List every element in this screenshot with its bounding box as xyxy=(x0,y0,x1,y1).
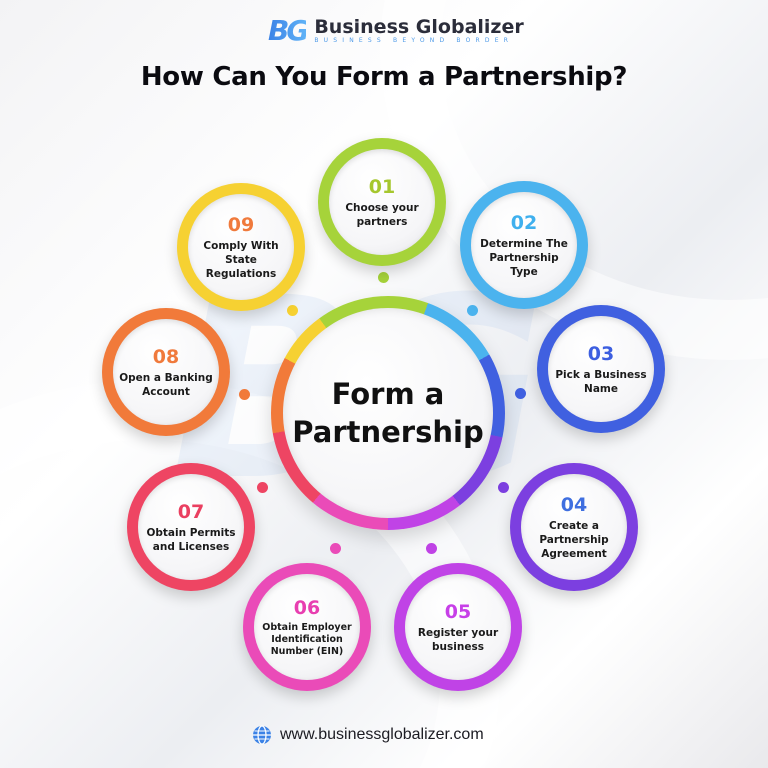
step-number: 08 xyxy=(152,346,180,368)
step-04: 04 Create a Partnership Agreement xyxy=(510,463,638,591)
hub-title-line2: Partnership xyxy=(292,415,484,449)
website-link[interactable]: www.businessglobalizer.com xyxy=(280,726,484,743)
connector-dot-03 xyxy=(515,388,526,399)
connector-dot-02 xyxy=(467,305,478,316)
step-number: 09 xyxy=(227,214,255,236)
step-05: 05 Register your business xyxy=(394,563,522,691)
step-label: Create a Partnership Agreement xyxy=(539,520,609,560)
step-label: Determine The Partnership Type xyxy=(480,238,568,278)
step-label: Comply With State Regulations xyxy=(203,240,279,280)
step-09: 09 Comply With State Regulations xyxy=(177,183,305,311)
hub-title-line1: Form a xyxy=(331,377,445,411)
connector-dot-06 xyxy=(330,543,341,554)
step-label: Pick a Business Name xyxy=(555,369,647,395)
step-label: Obtain Employer Identification Number (E… xyxy=(262,622,352,657)
connector-dot-09 xyxy=(287,305,298,316)
logo-mark-icon: BG xyxy=(268,14,309,47)
step-number: 06 xyxy=(293,597,321,619)
connector-dot-08 xyxy=(239,389,250,400)
step-label: Choose your partners xyxy=(345,202,419,228)
step-06: 06 Obtain Employer Identification Number… xyxy=(243,563,371,691)
step-02: 02 Determine The Partnership Type xyxy=(460,181,588,309)
step-number: 05 xyxy=(444,601,472,623)
connector-dot-04 xyxy=(498,482,509,493)
step-08: 08 Open a Banking Account xyxy=(102,308,230,436)
step-label: Register your business xyxy=(417,627,499,653)
brand-tagline: BUSINESS BEYOND BORDER xyxy=(314,36,514,44)
connector-dot-07 xyxy=(257,482,268,493)
step-01: 01 Choose your partners xyxy=(318,138,446,266)
step-07: 07 Obtain Permits and Licenses xyxy=(127,463,255,591)
step-label: Open a Banking Account xyxy=(119,372,213,398)
step-number: 03 xyxy=(587,343,615,365)
connector-dot-01 xyxy=(378,272,389,283)
footer: www.businessglobalizer.com xyxy=(252,725,484,745)
step-number: 01 xyxy=(368,176,396,198)
step-label: Obtain Permits and Licenses xyxy=(146,527,236,553)
brand-name: Business Globalizer xyxy=(314,15,524,38)
step-number: 07 xyxy=(177,501,205,523)
brand-logo: BG Business Globalizer BUSINESS BEYOND B… xyxy=(268,14,524,47)
step-03: 03 Pick a Business Name xyxy=(537,305,665,433)
step-number: 04 xyxy=(560,494,588,516)
step-number: 02 xyxy=(510,212,538,234)
globe-icon xyxy=(253,725,271,745)
page-title: How Can You Form a Partnership? xyxy=(140,62,628,92)
connector-dot-05 xyxy=(426,543,437,554)
central-hub: Form a Partnership xyxy=(271,296,505,530)
